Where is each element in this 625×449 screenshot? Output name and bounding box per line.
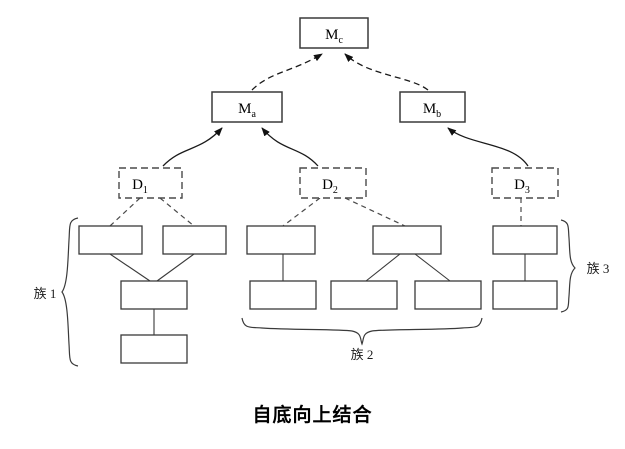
domain-box bbox=[491, 167, 559, 199]
link-d2-leaf-a bbox=[282, 197, 321, 227]
link-c2b-c2e bbox=[414, 253, 451, 282]
domain-node-d3[interactable]: D3 bbox=[491, 167, 559, 199]
leaf-box bbox=[492, 225, 558, 255]
link-c1b-c1c bbox=[156, 253, 195, 282]
merged-label: Ma bbox=[238, 101, 256, 120]
brace-label-cluster-3: 族 3 bbox=[587, 261, 610, 276]
merged-label: Mc bbox=[325, 27, 343, 46]
leaf-box bbox=[249, 280, 317, 310]
merged-label: Mb bbox=[423, 101, 441, 120]
leaf-box bbox=[120, 280, 188, 310]
domain-to-merged-arrows bbox=[162, 127, 529, 167]
brace-path bbox=[241, 317, 483, 346]
merged-box bbox=[399, 91, 466, 123]
domain-label: D3 bbox=[514, 177, 530, 196]
brace-cluster-2 bbox=[241, 317, 483, 346]
merged-to-root-arrows bbox=[251, 53, 429, 91]
merged-box bbox=[299, 17, 369, 49]
leaf-box bbox=[120, 334, 188, 364]
cluster-1-links bbox=[109, 253, 195, 335]
arrow-d1-to-ma bbox=[162, 127, 223, 167]
link-d1-leaf-b bbox=[159, 197, 195, 227]
leaf-box bbox=[492, 280, 558, 310]
merged-box bbox=[211, 91, 283, 123]
domain-node-d2[interactable]: D2 bbox=[299, 167, 367, 199]
link-d2-leaf-b bbox=[344, 197, 406, 227]
leaf-box bbox=[246, 225, 316, 255]
domain-box bbox=[299, 167, 367, 199]
domain-leaf-links bbox=[109, 197, 522, 227]
link-c1a-c1c bbox=[109, 253, 151, 282]
cluster-2-links bbox=[282, 253, 451, 282]
leaf-boxes bbox=[78, 225, 558, 364]
merged-node-ma[interactable]: Ma bbox=[211, 91, 283, 123]
link-c2b-c2d bbox=[365, 253, 401, 282]
domain-label: D2 bbox=[322, 177, 338, 196]
leaf-box bbox=[162, 225, 227, 255]
link-d1-leaf-a bbox=[109, 197, 141, 227]
merged-node-mb[interactable]: Mb bbox=[399, 91, 466, 123]
domain-box bbox=[118, 167, 183, 199]
brace-path bbox=[61, 217, 79, 367]
leaf-box bbox=[372, 225, 442, 255]
brace-cluster-3 bbox=[560, 219, 576, 313]
brace-label-cluster-1: 族 1 bbox=[34, 286, 57, 301]
arrow-d3-to-mb bbox=[447, 127, 529, 167]
arrow-d2-to-ma bbox=[261, 127, 319, 167]
domain-node-d1[interactable]: D1 bbox=[118, 167, 183, 199]
arrow-ma-to-mc bbox=[251, 53, 323, 91]
domain-label: D1 bbox=[132, 177, 148, 196]
leaf-box bbox=[330, 280, 398, 310]
figure-caption: 自底向上结合 bbox=[252, 404, 373, 426]
merged-node-mc[interactable]: Mc bbox=[299, 17, 369, 49]
brace-label-cluster-2: 族 2 bbox=[351, 347, 374, 362]
leaf-box bbox=[78, 225, 143, 255]
leaf-box bbox=[414, 280, 482, 310]
brace-path bbox=[560, 219, 576, 313]
brace-cluster-1 bbox=[61, 217, 79, 367]
arrow-mb-to-mc bbox=[344, 53, 429, 91]
